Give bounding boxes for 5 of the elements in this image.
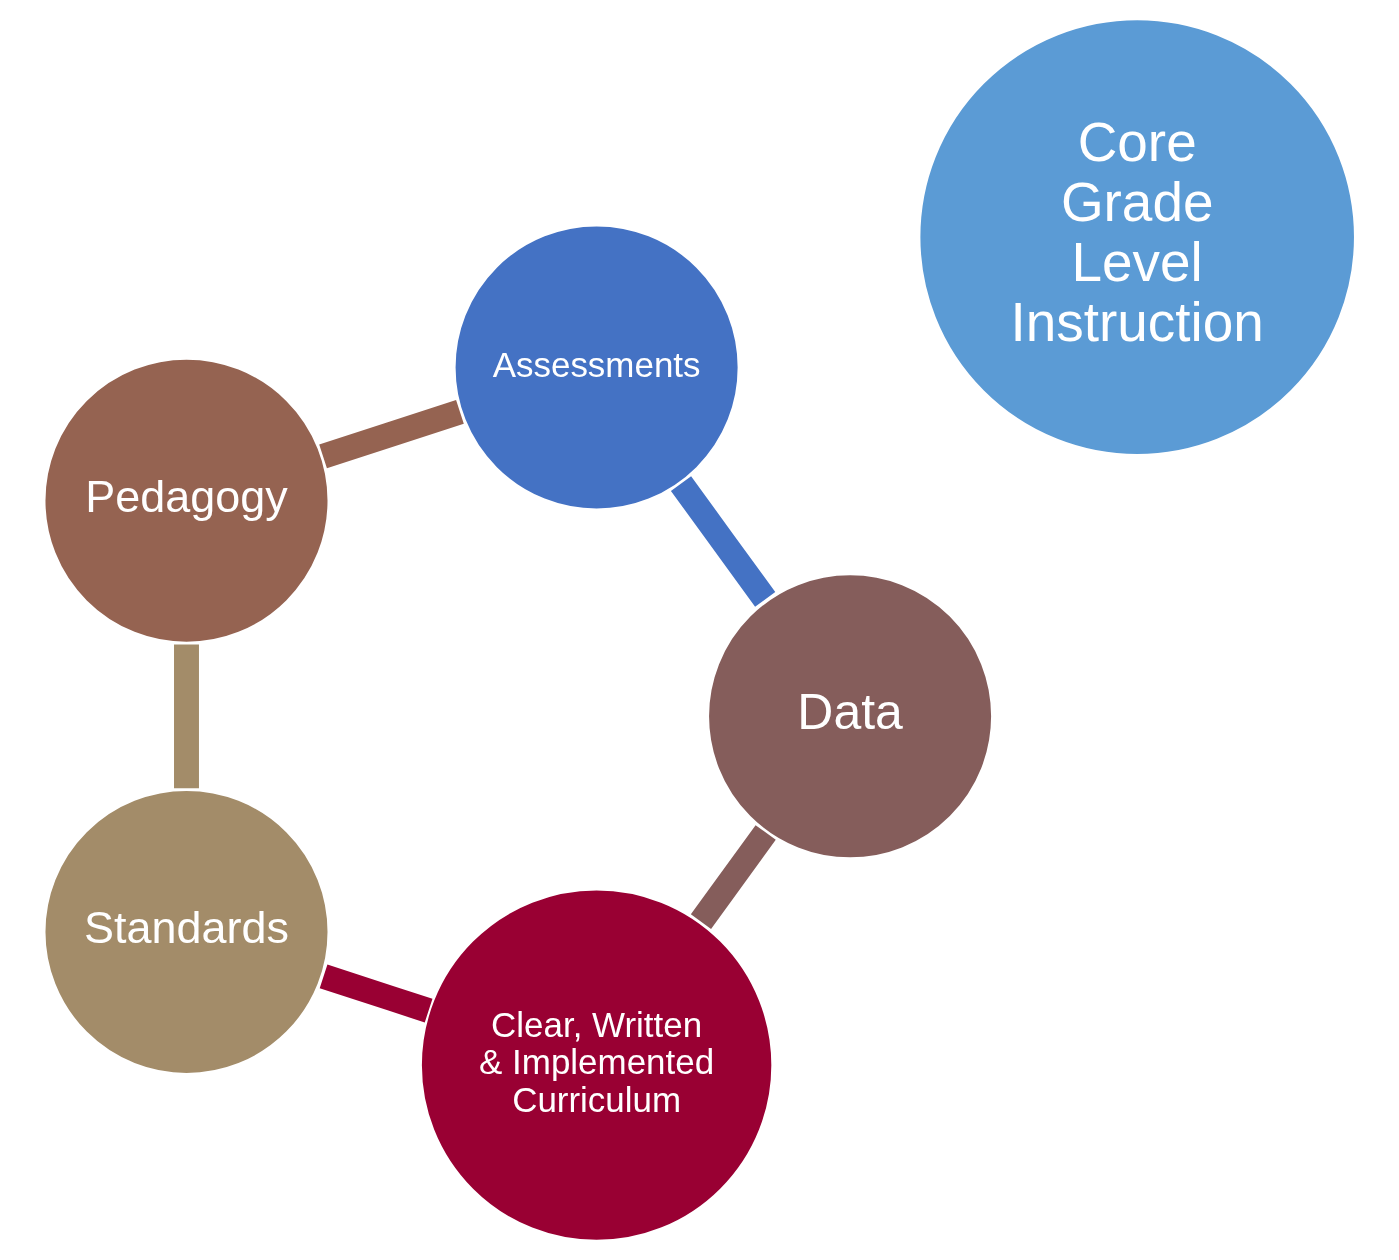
connector [174, 644, 199, 789]
connector [319, 964, 433, 1023]
connector [670, 476, 776, 607]
connector [690, 825, 776, 929]
connector [319, 399, 464, 469]
